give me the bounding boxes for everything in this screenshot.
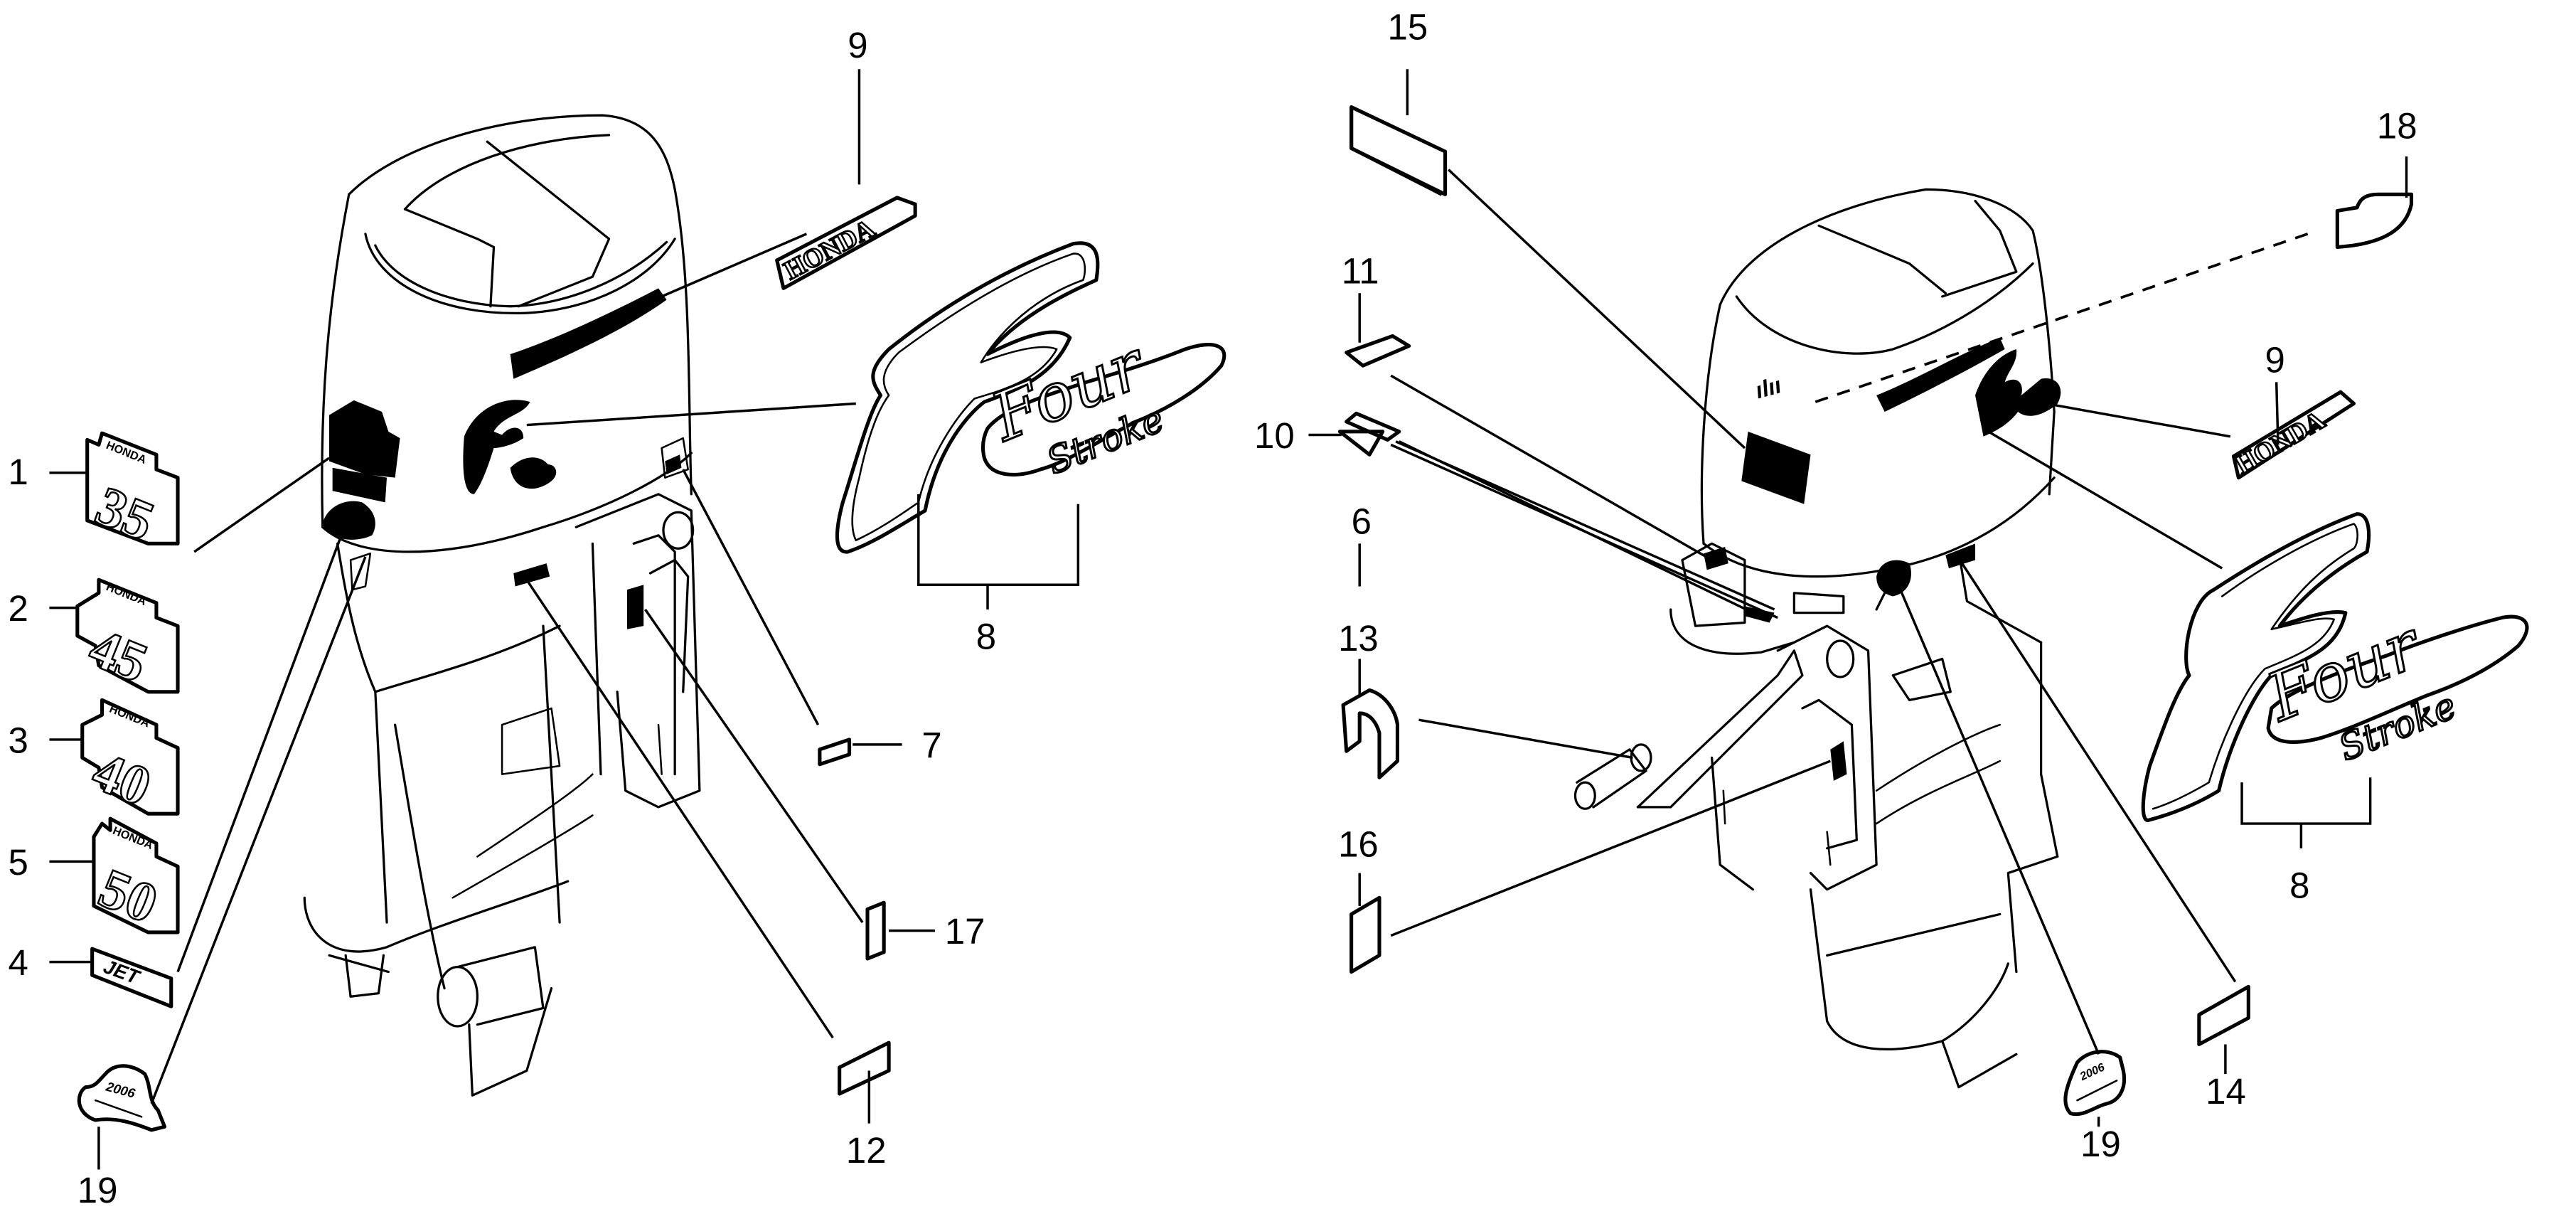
callout-18: 18 [2377,106,2417,147]
decal-2006-left[interactable]: 2006 [77,1064,167,1132]
decal-18-wing[interactable] [2335,192,2414,249]
callout-10: 10 [1254,415,1295,456]
decal-50-honda-text: HONDA [111,824,155,852]
callout-7: 7 [921,725,941,765]
decal-honda-right[interactable]: HONDA [2230,390,2356,481]
right-cowl-wing-glyph: ılıı [1753,372,1784,403]
callout-2: 2 [9,588,28,629]
right-honda-decal-on-cowl [1876,337,2005,412]
right-outboard-motor: ılıı [1573,188,2061,1089]
right-label-on-lower-cowl [1945,543,1976,569]
right-2006-decal-on-cowl [1876,560,1911,597]
decal-10[interactable] [1345,411,1401,442]
decal-40-honda-text: HONDA [107,703,151,730]
left-fi-decal-on-cowl [463,400,557,494]
decal-45[interactable]: HONDA 45 [75,577,180,696]
decal-40[interactable]: HONDA 40 [80,698,180,819]
callout-5: 5 [9,842,28,883]
decal-45-number: 45 [81,617,156,695]
decal-6-triangle[interactable] [1337,430,1385,457]
decal-17[interactable] [865,900,886,961]
callout-9-right: 9 [2265,339,2284,380]
left-jet-decal-on-cowl [332,467,388,503]
decal-honda-left[interactable]: HONDA [775,196,917,290]
callout-19-right: 19 [2080,1124,2121,1164]
callout-19-left: 19 [78,1170,118,1210]
decal-jet[interactable]: JET [90,947,173,1008]
callout-9-left: 9 [848,25,867,65]
left-label-on-bracket [627,585,644,629]
decal-50[interactable]: HONDA 50 [90,816,180,937]
callout-12: 12 [846,1130,887,1171]
right-label-on-cowl-15 [1741,431,1811,504]
decal-jet-text: JET [100,955,143,989]
callout-4: 4 [9,942,28,983]
callout-8-left: 8 [976,617,996,657]
decal-2006-right[interactable]: 2006 [2063,1050,2127,1117]
decal-four-stroke-right[interactable]: Four Stroke [2141,512,2529,822]
decal-14[interactable] [2197,984,2250,1046]
left-hp-decal-on-cowl [329,400,400,478]
callout-3: 3 [9,720,28,760]
decal-7[interactable] [818,738,852,767]
right-leader-lines [1308,69,2408,1127]
callout-8-right: 8 [2289,865,2309,905]
decal-50-number: 50 [91,857,166,935]
right-fi-decal-on-cowl [1975,349,2061,437]
decal-11[interactable] [1345,334,1411,368]
decal-16[interactable] [1350,895,1381,974]
left-honda-decal-on-cowl [510,288,667,379]
decal-45-honda-text: HONDA [105,580,149,608]
callout-15: 15 [1388,7,1428,48]
callout-17: 17 [945,911,985,952]
left-leader-lines [49,69,1080,1170]
decal-2006-left-text: 2006 [104,1079,137,1101]
decal-12[interactable] [838,1040,891,1096]
callout-6: 6 [1352,501,1372,541]
callout-11: 11 [1342,250,1379,291]
decal-2006-right-text: 2006 [2078,1060,2107,1083]
decal-four-stroke-left[interactable]: Four Stroke [835,241,1226,554]
left-label-on-lower-cowl [513,563,550,587]
decal-35-number: 35 [87,475,163,553]
left-outboard-motor [303,114,701,1097]
left-2006-decal-on-cowl [322,501,375,540]
decal-honda-right-text: HONDA [2230,405,2330,480]
decal-35[interactable]: HONDA 35 [85,431,180,554]
callout-1: 1 [9,452,28,492]
callout-14: 14 [2206,1071,2246,1112]
callout-13: 13 [1338,618,1379,659]
decal-40-number: 40 [84,740,159,819]
decal-13-tiller-grip[interactable] [1341,688,1399,779]
decal-15[interactable] [1350,105,1448,196]
callout-16: 16 [1338,824,1379,864]
